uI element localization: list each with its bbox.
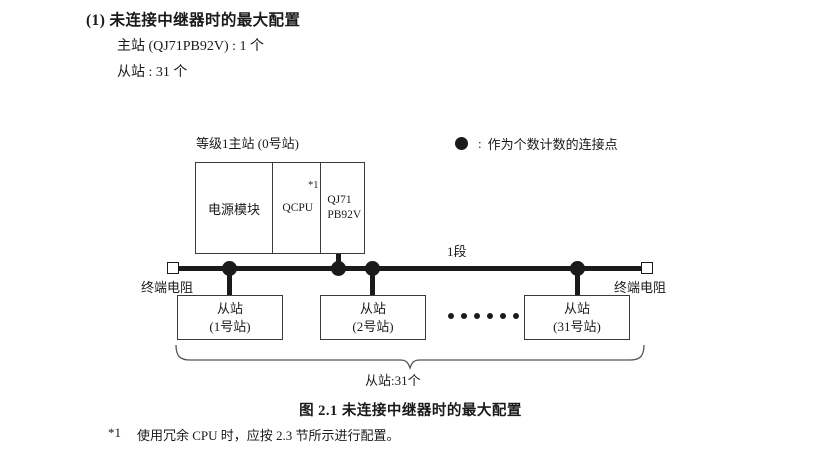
slave-station-number: (2号站) [352,318,394,334]
footnote: *1 使用冗余 CPU 时，应按 2.3 节所示进行配置。 [108,425,400,444]
spec-line-slave-station: 从站 : 31 个 [117,65,188,80]
master-rack: 电源模块 QCPU *1 QJ71 PB92V [195,162,365,254]
terminator-left-label: 终端电阻 [141,280,194,295]
bus-trunk-line [179,265,641,271]
segment-label: 1段 [447,244,467,259]
slave-station-title: 从站 [563,301,590,317]
terminator-right-icon [641,262,653,274]
slave-station-number: (1号站) [209,318,251,334]
rack-slot-network-module: QJ71 PB92V [321,163,365,253]
ellipsis-dots-icon [448,313,519,319]
slave-group-total-label: 从站:31个 [365,373,421,388]
slave-station-title: 从站 [216,301,243,317]
legend: : 作为个数计数的连接点 [455,134,618,153]
network-module-label-line2: PB92V [327,209,362,221]
footnote-text: 使用冗余 CPU 时，应按 2.3 节所示进行配置。 [137,428,400,443]
rack-slot-cpu-module: QCPU *1 [273,163,321,253]
slave-group-brace-icon [175,344,645,370]
slave-station-box: 从站 (1号站) [177,295,283,340]
connection-node-icon [331,261,346,276]
cpu-module-label: QCPU [282,202,314,214]
slave-drop-line [227,270,232,295]
slave-station-box: 从站 (2号站) [320,295,426,340]
page-title: (1) 未连接中继器时的最大配置 [86,12,301,29]
filled-circle-icon [455,137,468,150]
master-station-label: 等级1主站 (0号站) [196,136,299,151]
slave-station-box: 从站 (31号站) [524,295,630,340]
slave-station-number: (31号站) [553,318,601,334]
connection-node-icon [222,261,237,276]
network-module-label-line1: QJ71 [327,194,352,207]
connection-node-icon [365,261,380,276]
legend-colon: : [478,135,482,151]
spec-line-master-station: 主站 (QJ71PB92V) : 1 个 [117,39,265,54]
legend-label: 作为个数计数的连接点 [487,137,618,152]
terminator-right-label: 终端电阻 [614,280,667,295]
footnote-marker: *1 [308,180,319,191]
figure-caption: 图 2.1 未连接中继器时的最大配置 [299,403,522,419]
terminator-left-icon [167,262,179,274]
slave-drop-line [370,270,375,295]
slave-drop-line [575,270,580,295]
slave-station-title: 从站 [359,301,386,317]
connection-node-icon [570,261,585,276]
footnote-mark: *1 [108,425,121,440]
rack-slot-power-module: 电源模块 [196,163,274,253]
